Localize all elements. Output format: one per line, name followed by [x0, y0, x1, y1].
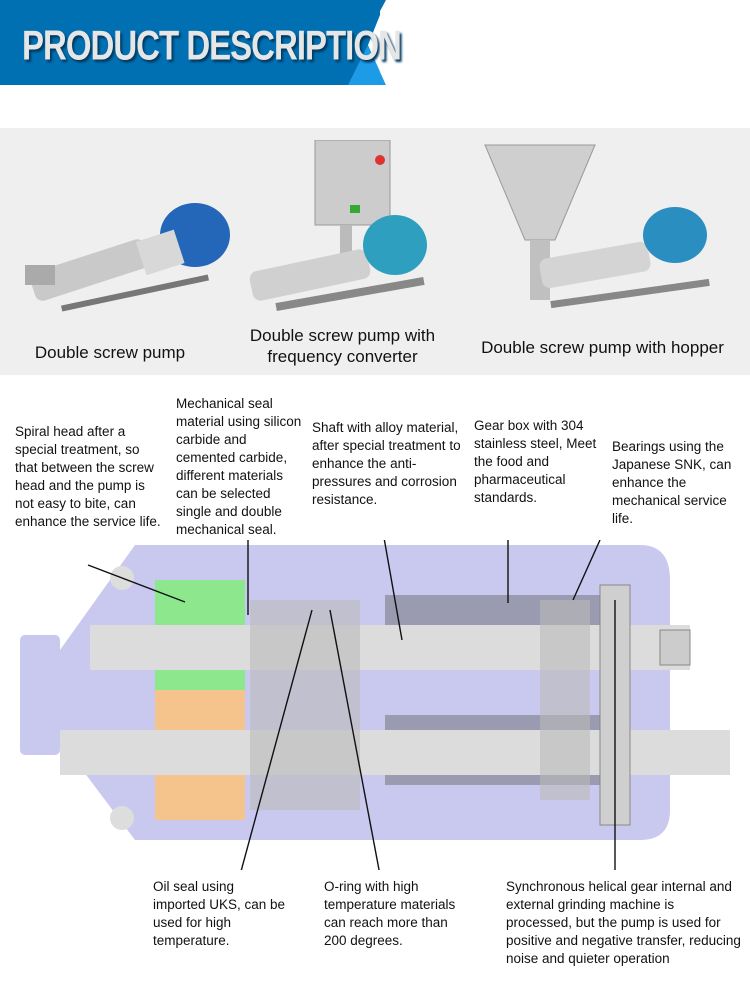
product-caption: Double screw pump with frequency convert… — [249, 326, 436, 366]
annotation-bearings: Bearings using the Japanese SNK, can enh… — [612, 439, 732, 526]
banner-corner — [340, 0, 386, 85]
annotation-shaft: Shaft with alloy material, after special… — [312, 420, 461, 507]
pump-cross-section-diagram — [20, 540, 730, 870]
annotation-oil-seal: Oil seal using imported UKS, can be used… — [153, 879, 286, 948]
annotation-o-ring: O-ring with high temperature materials c… — [324, 879, 456, 948]
annotation-synchronous-gear: Synchronous helical gear internal and ex… — [506, 879, 741, 966]
page-title: PRODUCT DESCRIPTION — [22, 22, 402, 69]
product-image-frequency-converter — [249, 140, 427, 311]
product-image-hopper — [484, 144, 710, 309]
product-image-double-screw-pump — [25, 203, 230, 312]
product-caption: Double screw pump with hopper — [481, 338, 724, 357]
annotation-spiral-head: Spiral head after a special treatment, s… — [15, 424, 161, 529]
product-caption: Double screw pump — [34, 343, 186, 362]
annotation-mechanical-seal: Mechanical seal material using silicon c… — [176, 396, 302, 537]
annotation-gear-box: Gear box with 304 stainless steel, Meet … — [474, 418, 597, 505]
header-banner — [0, 0, 380, 85]
